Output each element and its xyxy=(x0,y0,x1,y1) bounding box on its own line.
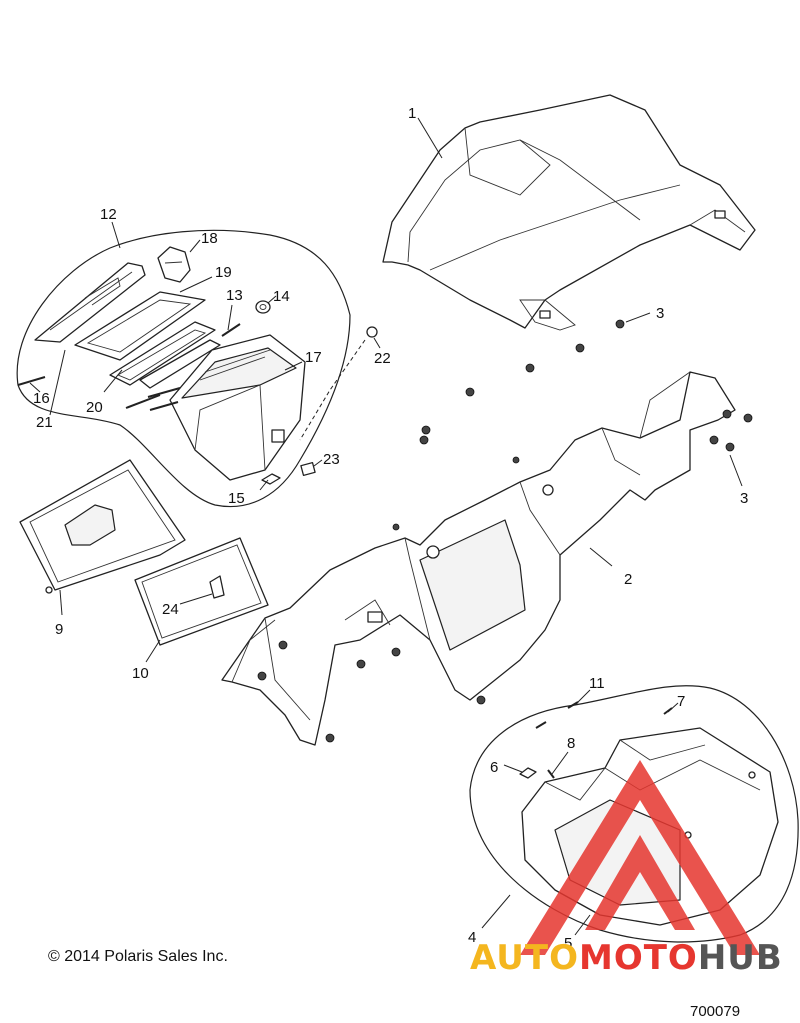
callout-13: 13 xyxy=(226,287,243,304)
upper-dash-cover xyxy=(382,94,756,331)
callout-20: 20 xyxy=(86,399,103,416)
callout-4: 4 xyxy=(468,929,476,946)
glovebox-lid xyxy=(34,262,146,343)
watermark-moto: MOTO xyxy=(578,938,698,978)
callout-19: 19 xyxy=(215,264,232,281)
grommet xyxy=(255,300,271,314)
callout-numbers: 1 2 3 3 4 5 6 7 8 9 10 11 12 13 14 15 16… xyxy=(33,105,748,952)
callout-22: 22 xyxy=(374,350,391,367)
plug xyxy=(366,326,378,338)
push-pin-fasteners xyxy=(257,319,753,743)
small-fasteners xyxy=(519,701,673,779)
callout-9: 9 xyxy=(55,621,63,638)
callout-23: 23 xyxy=(323,451,340,468)
nut xyxy=(300,461,316,477)
glovebox-door xyxy=(19,459,186,594)
callout-1: 1 xyxy=(408,105,416,122)
clip xyxy=(261,473,281,485)
pin xyxy=(221,323,241,337)
latch xyxy=(157,246,191,283)
callout-6: 6 xyxy=(490,759,498,776)
watermark-text: AUTOMOTOHUB xyxy=(470,938,783,978)
watermark-logo xyxy=(520,760,760,955)
callout-21: 21 xyxy=(36,414,53,431)
callout-8: 8 xyxy=(567,735,575,752)
callout-12: 12 xyxy=(100,206,117,223)
callout-24: 24 xyxy=(162,601,179,618)
callout-18: 18 xyxy=(201,230,218,247)
callout-3-upper: 3 xyxy=(656,305,664,322)
watermark-hub: HUB xyxy=(697,938,783,978)
door-frame xyxy=(134,537,269,646)
leader-lines xyxy=(29,117,743,936)
callout-15: 15 xyxy=(228,490,245,507)
callout-7: 7 xyxy=(677,693,685,710)
callout-11: 11 xyxy=(589,675,605,692)
group-screws xyxy=(125,387,181,411)
callout-16: 16 xyxy=(33,390,50,407)
glovebox-bin xyxy=(169,334,306,481)
callout-5: 5 xyxy=(564,935,572,952)
callout-3-lower: 3 xyxy=(740,490,748,507)
copyright-notice: © 2014 Polaris Sales Inc. xyxy=(48,948,228,965)
callout-2: 2 xyxy=(624,571,632,588)
callout-17: 17 xyxy=(305,349,322,366)
lower-dash-frame xyxy=(221,371,736,746)
callout-10: 10 xyxy=(132,665,149,682)
seal-frames xyxy=(74,291,221,389)
watermark-auto: AUTO xyxy=(470,938,579,978)
callout-14: 14 xyxy=(273,288,290,305)
diagram-id: 700079 xyxy=(690,1003,741,1020)
screw xyxy=(17,376,46,386)
glovebox-subassembly-outline xyxy=(16,229,351,508)
